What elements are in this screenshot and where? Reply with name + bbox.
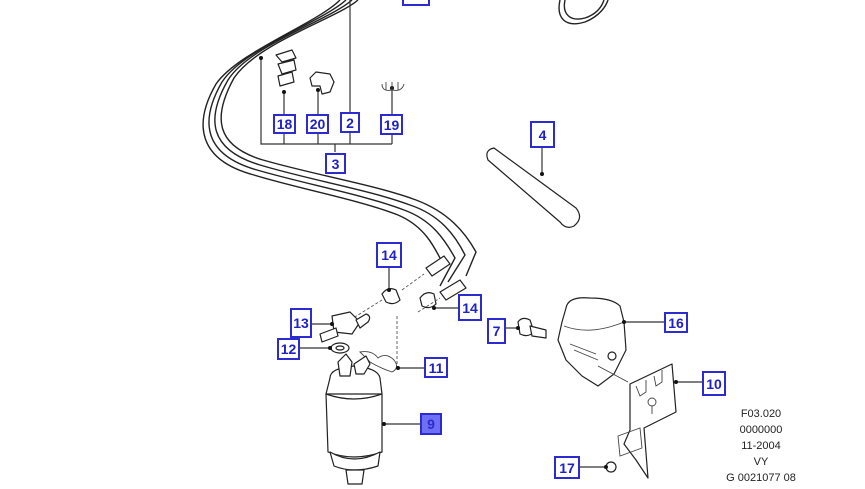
callout-12[interactable]: 12 — [277, 338, 300, 360]
callout-14-upper[interactable]: 14 — [376, 242, 402, 268]
callout-3[interactable]: 3 — [325, 153, 346, 174]
pipe-clip-20 — [309, 71, 335, 95]
callout-16[interactable]: 16 — [664, 312, 688, 333]
callout-10[interactable]: 10 — [702, 371, 726, 396]
callout-cutoff-top[interactable] — [402, 0, 430, 6]
nut-17 — [580, 461, 617, 473]
hose-fittings — [349, 255, 467, 321]
fuel-lines — [202, 0, 477, 287]
filter-holder-16 — [557, 297, 664, 387]
stamp-line-number: 0000000 — [739, 424, 783, 436]
hose-loop-top — [558, 0, 609, 25]
stamp-line-code: F03.020 — [740, 408, 782, 420]
drawing-reference-stamp: F03.020 0000000 11-2004 VY G 0021077 08 — [706, 406, 816, 486]
callout-11[interactable]: 11 — [424, 357, 448, 378]
pipe-clip-18 — [275, 49, 297, 87]
callout-7[interactable]: 7 — [487, 318, 506, 344]
callout-4[interactable]: 4 — [530, 121, 555, 148]
stamp-line-drawing-id: G 0021077 08 — [726, 472, 796, 484]
fuel-filter-9 — [325, 353, 420, 485]
callout-17[interactable]: 17 — [554, 456, 580, 479]
callout-9-selected[interactable]: 9 — [420, 413, 442, 435]
seal-washer-12 — [300, 342, 350, 354]
stamp-line-date: 11-2004 — [741, 440, 781, 452]
bolt-7 — [506, 317, 547, 339]
bracket-10 — [617, 363, 702, 479]
callout-20[interactable]: 20 — [306, 114, 329, 134]
pipe-holder-19 — [381, 82, 405, 92]
clip-11 — [359, 316, 424, 373]
callout-19[interactable]: 19 — [380, 114, 403, 135]
stamp-line-variant: VY — [753, 456, 769, 468]
connector-13 — [312, 311, 371, 343]
callout-13[interactable]: 13 — [290, 308, 312, 338]
callout-18[interactable]: 18 — [273, 114, 296, 134]
protective-sleeve-4 — [486, 147, 581, 228]
callout-14-lower[interactable]: 14 — [458, 294, 482, 321]
callout-2[interactable]: 2 — [340, 112, 360, 133]
